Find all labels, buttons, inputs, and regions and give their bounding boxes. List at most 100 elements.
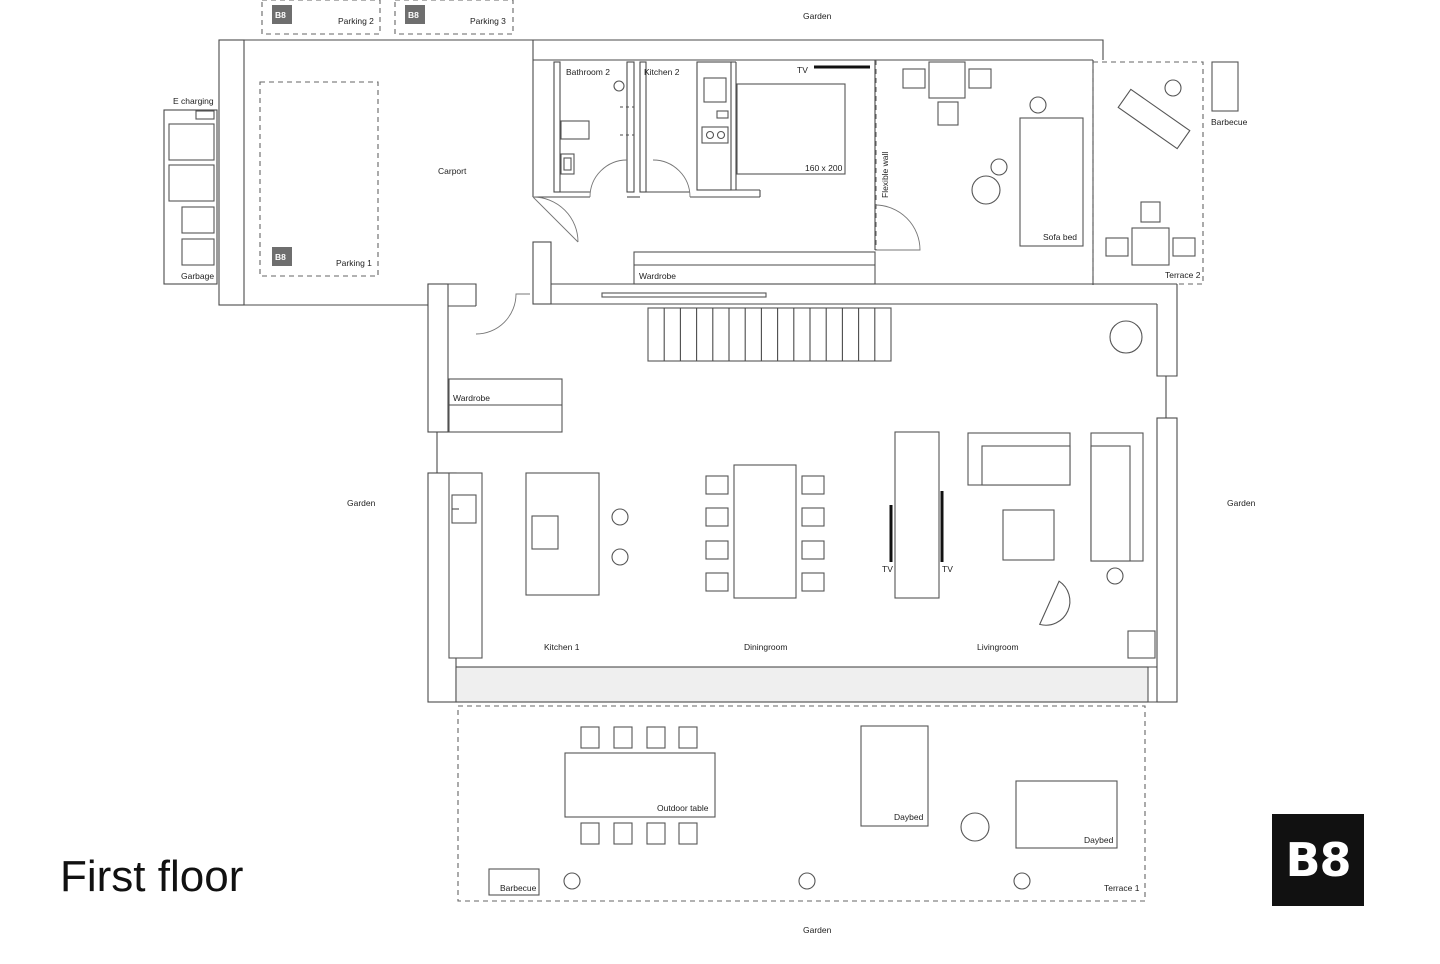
cooktop — [531, 515, 559, 550]
chair — [1105, 237, 1129, 257]
chair — [902, 68, 926, 89]
chair — [801, 475, 825, 495]
parking-3-badge-text: B8 — [408, 10, 419, 20]
daybed — [860, 725, 929, 827]
parking-2: B8 Parking 2 — [261, 0, 381, 35]
wardrobe-upper-label: Wardrobe — [639, 271, 676, 281]
door-swing — [532, 196, 579, 243]
plant — [1109, 320, 1143, 354]
chair — [1172, 237, 1196, 257]
chair — [705, 507, 729, 527]
toilet — [560, 120, 590, 140]
barbecue-terrace-2-label: Barbecue — [1211, 117, 1248, 127]
stool — [611, 508, 629, 526]
tap — [716, 110, 729, 119]
chair — [937, 101, 959, 126]
tv-left-label: TV — [882, 564, 893, 574]
parking-3: B8 Parking 3 — [394, 0, 514, 35]
plant — [1164, 79, 1182, 97]
daybed — [1015, 780, 1118, 849]
sofa-seat — [1090, 445, 1131, 562]
door-swing — [874, 204, 921, 251]
chair — [580, 726, 600, 749]
lounge-chair — [1038, 580, 1071, 626]
sink-basin — [563, 157, 572, 171]
hob-ring — [716, 130, 726, 140]
tv-cabinet — [894, 431, 940, 599]
carport: B8 Parking 1 Carport — [218, 39, 1104, 306]
parking-3-badge — [405, 5, 425, 24]
staircase — [647, 307, 892, 362]
chair — [705, 475, 729, 495]
bedroom-tv-label: TV — [797, 65, 808, 75]
wardrobe-lower-label: Wardrobe — [453, 393, 490, 403]
parking-2-badge-text: B8 — [275, 10, 286, 20]
kitchen-sink — [703, 77, 727, 103]
table — [928, 61, 966, 99]
main-house-walls — [427, 283, 1178, 703]
shower-drain — [613, 80, 625, 92]
plant — [798, 872, 816, 890]
stool — [990, 158, 1008, 176]
door-swing — [589, 159, 628, 198]
terrace-2-label: Terrace 2 — [1165, 270, 1201, 280]
barbecue-terrace-1-label: Barbecue — [500, 883, 537, 893]
garden-bottom-label: Garden — [803, 925, 832, 935]
garden-top-label: Garden — [803, 11, 832, 21]
plant — [563, 872, 581, 890]
parking-1-badge — [272, 247, 292, 266]
garbage-enclosure: E charging Garbage — [163, 96, 218, 285]
double-bed — [736, 83, 846, 175]
chair — [705, 540, 729, 560]
tv-right-label: TV — [942, 564, 953, 574]
garden-left-label: Garden — [347, 498, 376, 508]
garden-right-label: Garden — [1227, 498, 1256, 508]
chair — [968, 68, 992, 89]
garbage-bin — [181, 238, 215, 266]
hob-ring — [705, 130, 715, 140]
daybed-2-label: Daybed — [1084, 835, 1114, 845]
annex-lounge: Sofa bed — [902, 61, 1084, 247]
bedroom: TV 160 x 200 Flexible wall — [736, 60, 890, 250]
side-table — [960, 812, 990, 842]
window-glazing — [455, 666, 1149, 703]
kitchen-1-label: Kitchen 1 — [544, 642, 580, 652]
wardrobe-lower: Wardrobe — [448, 378, 563, 433]
plant — [1013, 872, 1031, 890]
chair — [1140, 201, 1161, 223]
bed-size-label: 160 x 200 — [805, 163, 843, 173]
livingroom-label: Livingroom — [977, 642, 1019, 652]
wardrobe-cabinet — [633, 251, 876, 285]
parking-1-badge-text: B8 — [275, 252, 286, 262]
chair — [646, 822, 666, 845]
barbecue — [488, 868, 540, 896]
plant — [1029, 96, 1047, 114]
b8-logo: B8 — [1272, 814, 1364, 906]
terrace-1-label: Terrace 1 — [1104, 883, 1140, 893]
outdoor-table-label: Outdoor table — [657, 803, 709, 813]
kitchen-1: Kitchen 1 — [448, 472, 629, 659]
parking-2-label: Parking 2 — [338, 16, 374, 26]
table — [1131, 227, 1170, 266]
e-charging-label: E charging — [173, 96, 214, 106]
bathroom-2: Bathroom 2 — [560, 67, 625, 175]
terrace-2: Terrace 2 Barbecue — [1092, 61, 1248, 285]
dining-table — [733, 464, 797, 599]
garbage-bin — [168, 164, 215, 202]
diningroom-label: Diningroom — [744, 642, 787, 652]
chair — [678, 726, 698, 749]
chair — [801, 572, 825, 592]
door-swing — [475, 293, 530, 335]
sofa-seat — [981, 445, 1071, 486]
chair — [580, 822, 600, 845]
sliding-panel — [601, 292, 767, 298]
garbage-label: Garbage — [181, 271, 214, 281]
floor-title: First floor — [60, 852, 244, 901]
carport-label: Carport — [438, 166, 467, 176]
chair — [801, 507, 825, 527]
barbecue — [1211, 61, 1239, 112]
flexible-wall-label: Flexible wall — [880, 152, 890, 198]
coffee-table — [1002, 509, 1055, 561]
parking-2-badge — [272, 5, 292, 24]
